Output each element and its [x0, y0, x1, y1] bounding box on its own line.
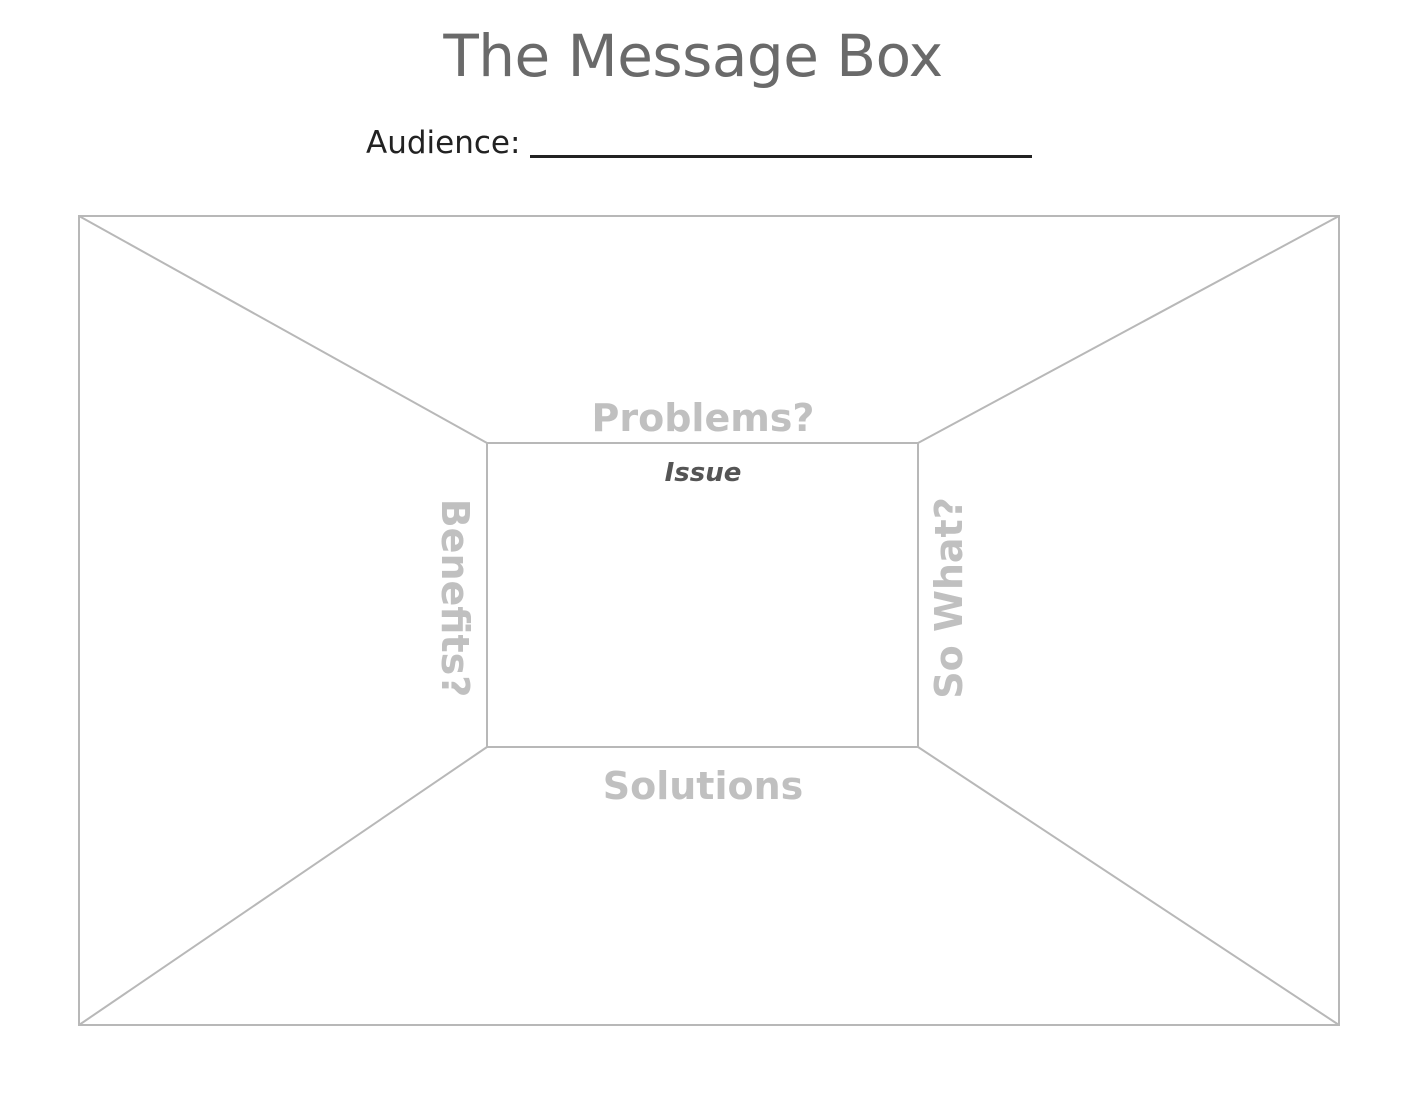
diagonal-top-right [917, 215, 1340, 444]
outer-frame [78, 215, 1340, 1026]
section-label-so-what: So What? [927, 497, 971, 699]
center-label-issue: Issue [664, 458, 742, 488]
diagonal-top-left [78, 215, 488, 444]
audience-row: Audience: [366, 120, 1033, 162]
diagonal-bottom-left [78, 746, 488, 1026]
section-label-benefits: Benefits? [433, 498, 477, 698]
section-label-problems: Problems? [591, 396, 815, 440]
audience-blank-line[interactable] [530, 155, 1033, 158]
page-title: The Message Box [443, 22, 943, 90]
inner-issue-box [486, 442, 919, 748]
diagonal-bottom-right [917, 746, 1340, 1026]
audience-label: Audience: [366, 125, 521, 161]
section-label-solutions: Solutions [602, 764, 804, 808]
